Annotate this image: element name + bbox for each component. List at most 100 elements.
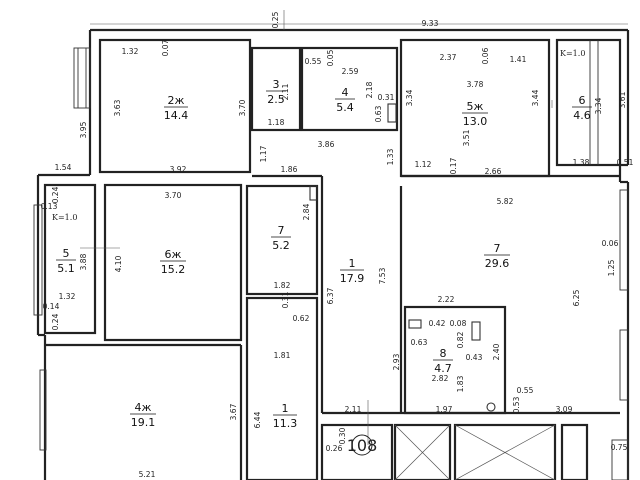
dim-label: 2.11 bbox=[281, 83, 290, 100]
dim-label: 2.82 bbox=[432, 374, 449, 383]
room-number: 5ж bbox=[467, 100, 484, 113]
room-area: 17.9 bbox=[340, 272, 365, 285]
dim-label: 3.61 bbox=[618, 91, 627, 108]
dim-label: 9.33 bbox=[422, 19, 439, 28]
dim-label: 1.83 bbox=[456, 375, 465, 392]
room-number: 6 bbox=[579, 94, 586, 107]
flat-number-marker: 108 bbox=[347, 434, 377, 456]
room-3: 3 2.5 bbox=[266, 78, 286, 106]
room-labels: 2ж 14.4 3 2.5 4 5.4 5ж 13.0 6 4.6 5 5.1 bbox=[56, 78, 592, 430]
dim-label: 2.59 bbox=[342, 67, 359, 76]
dim-label: 0.51 bbox=[617, 158, 634, 167]
dim-label: 1.81 bbox=[274, 351, 291, 360]
room-2zh: 2ж 14.4 bbox=[164, 94, 189, 122]
dim-label: 3.88 bbox=[79, 253, 88, 270]
dim-label: 2.93 bbox=[392, 353, 401, 370]
room-1-hall: 1 17.9 bbox=[340, 257, 365, 285]
dim-label: 3.95 bbox=[79, 121, 88, 138]
room-7-small: 7 5.2 bbox=[271, 224, 291, 252]
dim-label: 1.86 bbox=[281, 165, 298, 174]
dim-label: 2.66 bbox=[485, 167, 502, 176]
dim-label: 0.63 bbox=[411, 338, 428, 347]
dim-label: 1.32 bbox=[59, 292, 76, 301]
room-area: 14.4 bbox=[164, 109, 189, 122]
room-area: 5.1 bbox=[57, 262, 75, 275]
dim-label: 3.70 bbox=[165, 191, 182, 200]
dim-label: 1.41 bbox=[510, 55, 527, 64]
room-area: 5.4 bbox=[336, 101, 354, 114]
dim-label: 0.82 bbox=[456, 331, 465, 348]
room-5zh: 5ж 13.0 bbox=[462, 100, 488, 128]
coefficient-labels: K=1.0 K=1.0 bbox=[52, 49, 585, 222]
room-area: 2.5 bbox=[267, 93, 285, 106]
dim-label: 3.34 bbox=[594, 97, 603, 114]
room-4zh: 4ж 19.1 bbox=[130, 401, 156, 429]
dim-label: 0.13 bbox=[41, 202, 58, 211]
room-1-corridor: 1 11.3 bbox=[273, 402, 298, 430]
dim-label: 1.17 bbox=[259, 145, 268, 162]
dim-label: 3.09 bbox=[556, 405, 573, 414]
dim-label: 4.10 bbox=[114, 255, 123, 272]
dim-label: 0.17 bbox=[449, 157, 458, 174]
room-area: 5.2 bbox=[272, 239, 290, 252]
dim-label: 5.21 bbox=[139, 470, 156, 479]
dim-label: 5.82 bbox=[497, 197, 514, 206]
dim-label: 1.18 bbox=[268, 118, 285, 127]
dim-label: 0.43 bbox=[466, 353, 483, 362]
dim-label: 1.82 bbox=[274, 281, 291, 290]
room-area: 4.7 bbox=[434, 362, 452, 375]
dim-label: 0.06 bbox=[481, 47, 490, 64]
dim-label: 0.55 bbox=[305, 57, 322, 66]
room-number: 4ж bbox=[135, 401, 152, 414]
room-area: 11.3 bbox=[273, 417, 298, 430]
dim-label: 0.25 bbox=[271, 11, 280, 28]
dim-label: 0.08 bbox=[450, 319, 467, 328]
dimension-lines bbox=[80, 10, 628, 445]
dim-label: 3.70 bbox=[238, 99, 247, 116]
room-area: 4.6 bbox=[573, 109, 591, 122]
dim-label: 1.97 bbox=[436, 405, 453, 414]
room-number: 8 bbox=[440, 347, 447, 360]
room-number: 5 bbox=[63, 247, 70, 260]
room-7-large: 7 29.6 bbox=[484, 242, 510, 270]
dim-label: 6.44 bbox=[253, 411, 262, 428]
room-6: 6 4.6 bbox=[572, 94, 592, 122]
dim-label: 3.44 bbox=[531, 89, 540, 106]
dim-label: 1.33 bbox=[386, 148, 395, 165]
room-number: 7 bbox=[278, 224, 285, 237]
dim-label: 1.25 bbox=[607, 259, 616, 276]
coefficient-label: K=1.0 bbox=[52, 213, 77, 222]
dim-label: 0.75 bbox=[611, 443, 628, 452]
dim-label: 0.24 bbox=[51, 313, 60, 330]
dim-label: 3.92 bbox=[170, 165, 187, 174]
room-number: 1 bbox=[282, 402, 289, 415]
room-8: 8 4.7 bbox=[433, 347, 453, 375]
dim-label: 3.63 bbox=[113, 99, 122, 116]
room-4: 4 5.4 bbox=[335, 86, 355, 114]
dim-label: 2.40 bbox=[492, 343, 501, 360]
dim-label: 6.37 bbox=[326, 287, 335, 304]
dim-label: 0.24 bbox=[51, 186, 60, 203]
dim-label: 7.53 bbox=[378, 267, 387, 284]
dimension-labels: 9.33 0.25 1.32 0.07 0.55 0.05 2.37 0.06 … bbox=[41, 11, 634, 479]
room-area: 29.6 bbox=[485, 257, 510, 270]
dim-label: 1.54 bbox=[55, 163, 72, 172]
dim-label: 3.67 bbox=[229, 403, 238, 420]
room-area: 13.0 bbox=[463, 115, 488, 128]
dim-label: 3.86 bbox=[318, 140, 335, 149]
room-area: 19.1 bbox=[131, 416, 156, 429]
dim-label: 2.11 bbox=[345, 405, 362, 414]
coefficient-label: K=1.0 bbox=[560, 49, 585, 58]
dim-label: 0.53 bbox=[512, 396, 521, 413]
dim-label: 0.63 bbox=[374, 105, 383, 122]
dim-label: 2.22 bbox=[438, 295, 455, 304]
dim-label: 0.14 bbox=[43, 302, 60, 311]
dim-label: 1.38 bbox=[573, 158, 590, 167]
room-area: 15.2 bbox=[161, 263, 186, 276]
dim-label: 1.12 bbox=[415, 160, 432, 169]
dim-label: 0.31 bbox=[281, 291, 290, 308]
windows bbox=[33, 40, 629, 480]
dim-label: 0.30 bbox=[338, 427, 347, 444]
room-number: 4 bbox=[342, 86, 349, 99]
dim-label: 6.25 bbox=[572, 289, 581, 306]
